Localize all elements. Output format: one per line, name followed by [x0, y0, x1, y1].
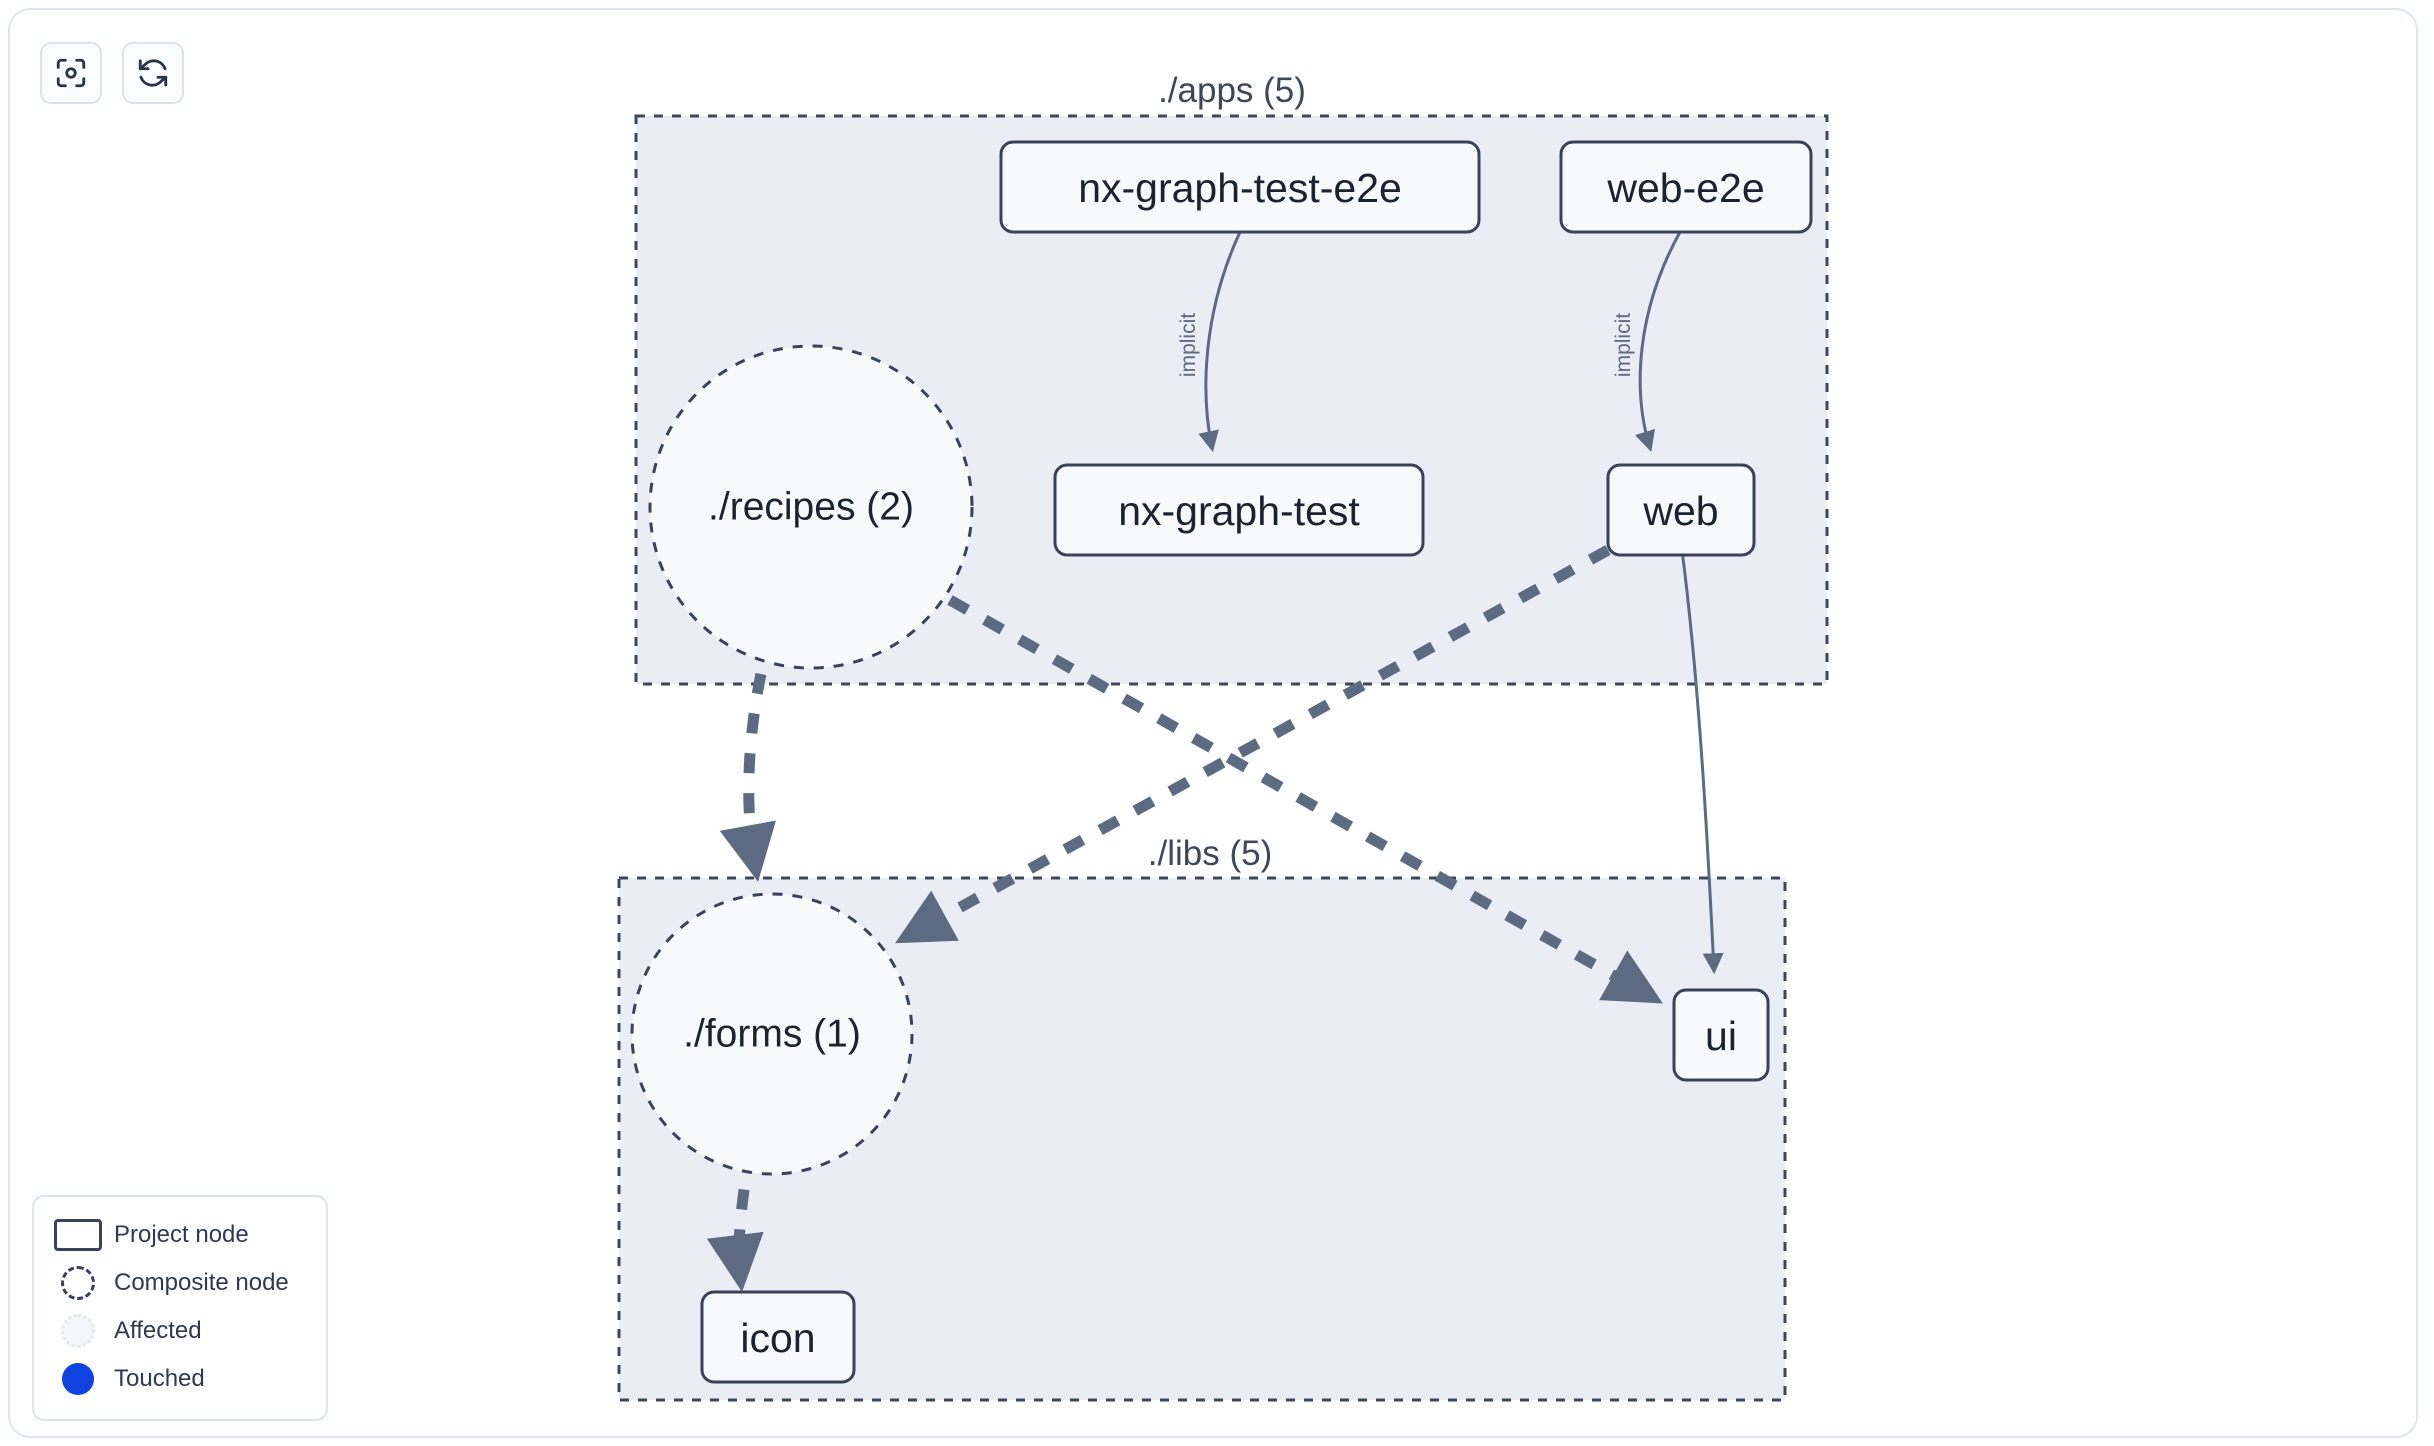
edge-web-e2e-to-web: implicit — [1612, 231, 1682, 453]
focus-graph-button[interactable] — [40, 42, 102, 104]
refresh-graph-button[interactable] — [122, 42, 184, 104]
legend-label-project-node: Project node — [114, 1221, 249, 1248]
project-node-icon[interactable]: icon — [700, 1290, 856, 1384]
edge-web-to-forms — [894, 545, 1611, 944]
project-node-web-e2e-label: web-e2e — [1606, 165, 1764, 211]
graph-legend: Project node Composite node Affected Tou… — [32, 1195, 328, 1421]
project-node-nx-graph-test-e2e-label: nx-graph-test-e2e — [1078, 165, 1402, 211]
touched-swatch — [50, 1363, 106, 1395]
project-node-ui-label: ui — [1705, 1013, 1737, 1059]
project-node-web-e2e-box[interactable] — [1559, 140, 1813, 234]
project-node-web[interactable]: web — [1606, 463, 1756, 557]
legend-item-affected: Affected — [50, 1307, 310, 1355]
project-node-web-box[interactable] — [1606, 463, 1756, 557]
project-node-icon-box[interactable] — [700, 1290, 856, 1384]
legend-item-touched: Touched — [50, 1355, 310, 1403]
project-node-icon-label: icon — [740, 1315, 815, 1361]
composite-node-forms-shape[interactable] — [630, 892, 914, 1176]
affected-swatch — [50, 1314, 106, 1348]
graph-panel: ./apps (5) ./libs (5) implicit implicit — [8, 8, 2418, 1438]
project-graph-canvas[interactable]: ./apps (5) ./libs (5) implicit implicit — [10, 10, 2418, 1438]
composite-node-recipes[interactable]: ./recipes (2) — [648, 344, 974, 670]
composite-node-forms[interactable]: ./forms (1) — [630, 892, 914, 1176]
legend-item-composite-node: Composite node — [50, 1259, 310, 1307]
composite-node-swatch — [50, 1266, 106, 1300]
focus-target-icon — [54, 56, 88, 90]
legend-label-touched: Touched — [114, 1365, 205, 1392]
edge-nx-graph-test-e2e-to-nx-graph-test: implicit — [1177, 231, 1242, 453]
project-node-ui-box[interactable] — [1672, 988, 1770, 1082]
project-node-nx-graph-test-label: nx-graph-test — [1118, 488, 1360, 534]
project-node-nx-graph-test-e2e[interactable]: nx-graph-test-e2e — [999, 140, 1481, 234]
project-node-nx-graph-test-e2e-box[interactable] — [999, 140, 1481, 234]
edge-web-to-ui — [1680, 549, 1724, 975]
composite-node-recipes-shape[interactable] — [648, 344, 974, 670]
composite-node-recipes-label: ./recipes (2) — [708, 486, 914, 529]
edge-recipes-to-ui — [947, 595, 1663, 1004]
project-node-swatch — [50, 1219, 106, 1251]
project-node-ui[interactable]: ui — [1672, 988, 1770, 1082]
legend-label-composite-node: Composite node — [114, 1269, 289, 1296]
legend-label-affected: Affected — [114, 1317, 202, 1344]
edge-label-implicit-2: implicit — [1612, 313, 1635, 377]
project-node-nx-graph-test[interactable]: nx-graph-test — [1053, 463, 1425, 557]
group-libs-label: ./libs (5) — [1148, 834, 1272, 873]
edge-label-implicit-1: implicit — [1177, 313, 1200, 377]
legend-item-project-node: Project node — [50, 1211, 310, 1259]
refresh-icon — [136, 56, 170, 90]
composite-node-forms-label: ./forms (1) — [683, 1013, 861, 1056]
group-apps-label: ./apps (5) — [1158, 71, 1306, 110]
project-node-nx-graph-test-box[interactable] — [1053, 463, 1425, 557]
project-node-web-label: web — [1642, 488, 1718, 534]
project-node-web-e2e[interactable]: web-e2e — [1559, 140, 1813, 234]
graph-toolbar — [40, 42, 184, 104]
edge-recipes-to-forms — [719, 633, 776, 882]
